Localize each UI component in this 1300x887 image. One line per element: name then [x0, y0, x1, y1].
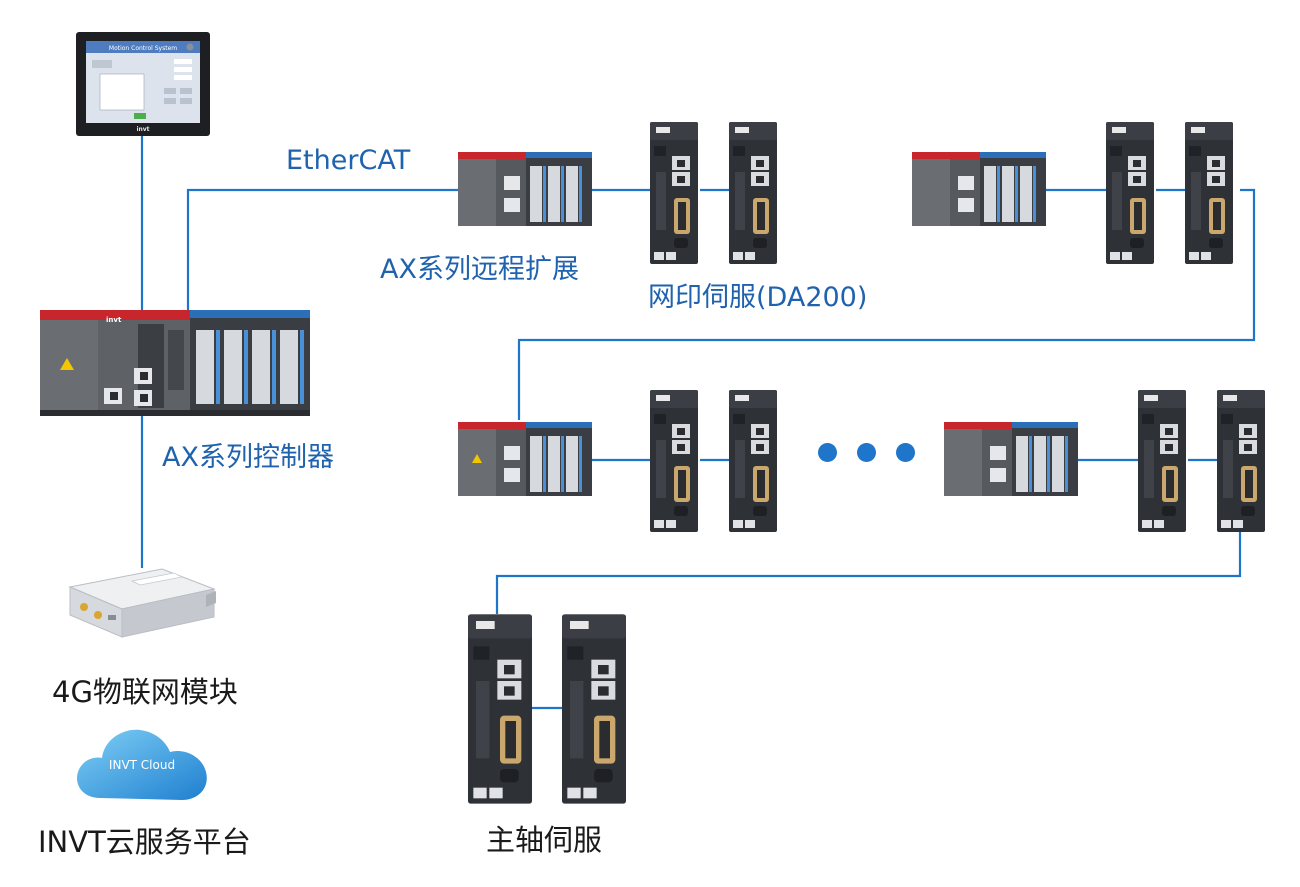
wire-controller-ethercat	[186, 188, 460, 310]
hmi-title: Motion Control System	[109, 45, 177, 52]
remote-expansion-3	[458, 422, 592, 496]
hmi-touch-panel: Motion Control System invt	[76, 32, 210, 136]
remote-expansion-4	[944, 422, 1078, 496]
print-servo-5	[650, 390, 698, 532]
print-servo-4	[1185, 122, 1233, 264]
remote-expansion-label: AX系列远程扩展	[380, 254, 579, 285]
ax-controller: invt	[40, 310, 310, 416]
wire-row2-row3	[495, 530, 1242, 614]
ethercat-label: EtherCAT	[286, 145, 411, 176]
ellipsis-dot	[818, 443, 837, 462]
iot-module-label: 4G物联网模块	[52, 675, 238, 709]
spindle-servo-1	[468, 614, 532, 804]
ellipsis-dot	[896, 443, 915, 462]
remote-expansion-2	[912, 152, 1046, 226]
ellipsis-dot	[857, 443, 876, 462]
spindle-servo-label: 主轴伺服	[486, 823, 603, 857]
controller-brand: invt	[106, 316, 122, 324]
cloud-platform-label: INVT云服务平台	[38, 825, 251, 859]
print-servo-label: 网印伺服(DA200)	[648, 282, 868, 313]
remote-expansion-1	[458, 152, 592, 226]
cloud-badge-text: INVT Cloud	[109, 758, 175, 772]
print-servo-3	[1106, 122, 1154, 264]
hmi-brand: invt	[136, 126, 149, 133]
print-servo-6	[729, 390, 777, 532]
print-servo-2	[729, 122, 777, 264]
spindle-servo-2	[562, 614, 626, 804]
iot-4g-module	[68, 568, 216, 638]
print-servo-1	[650, 122, 698, 264]
invt-cloud-icon: INVT Cloud	[76, 729, 207, 800]
print-servo-7	[1138, 390, 1186, 532]
wire-row1-row2	[517, 188, 1256, 420]
more-devices-ellipsis	[818, 443, 915, 462]
print-servo-8	[1217, 390, 1265, 532]
controller-label: AX系列控制器	[162, 442, 334, 473]
